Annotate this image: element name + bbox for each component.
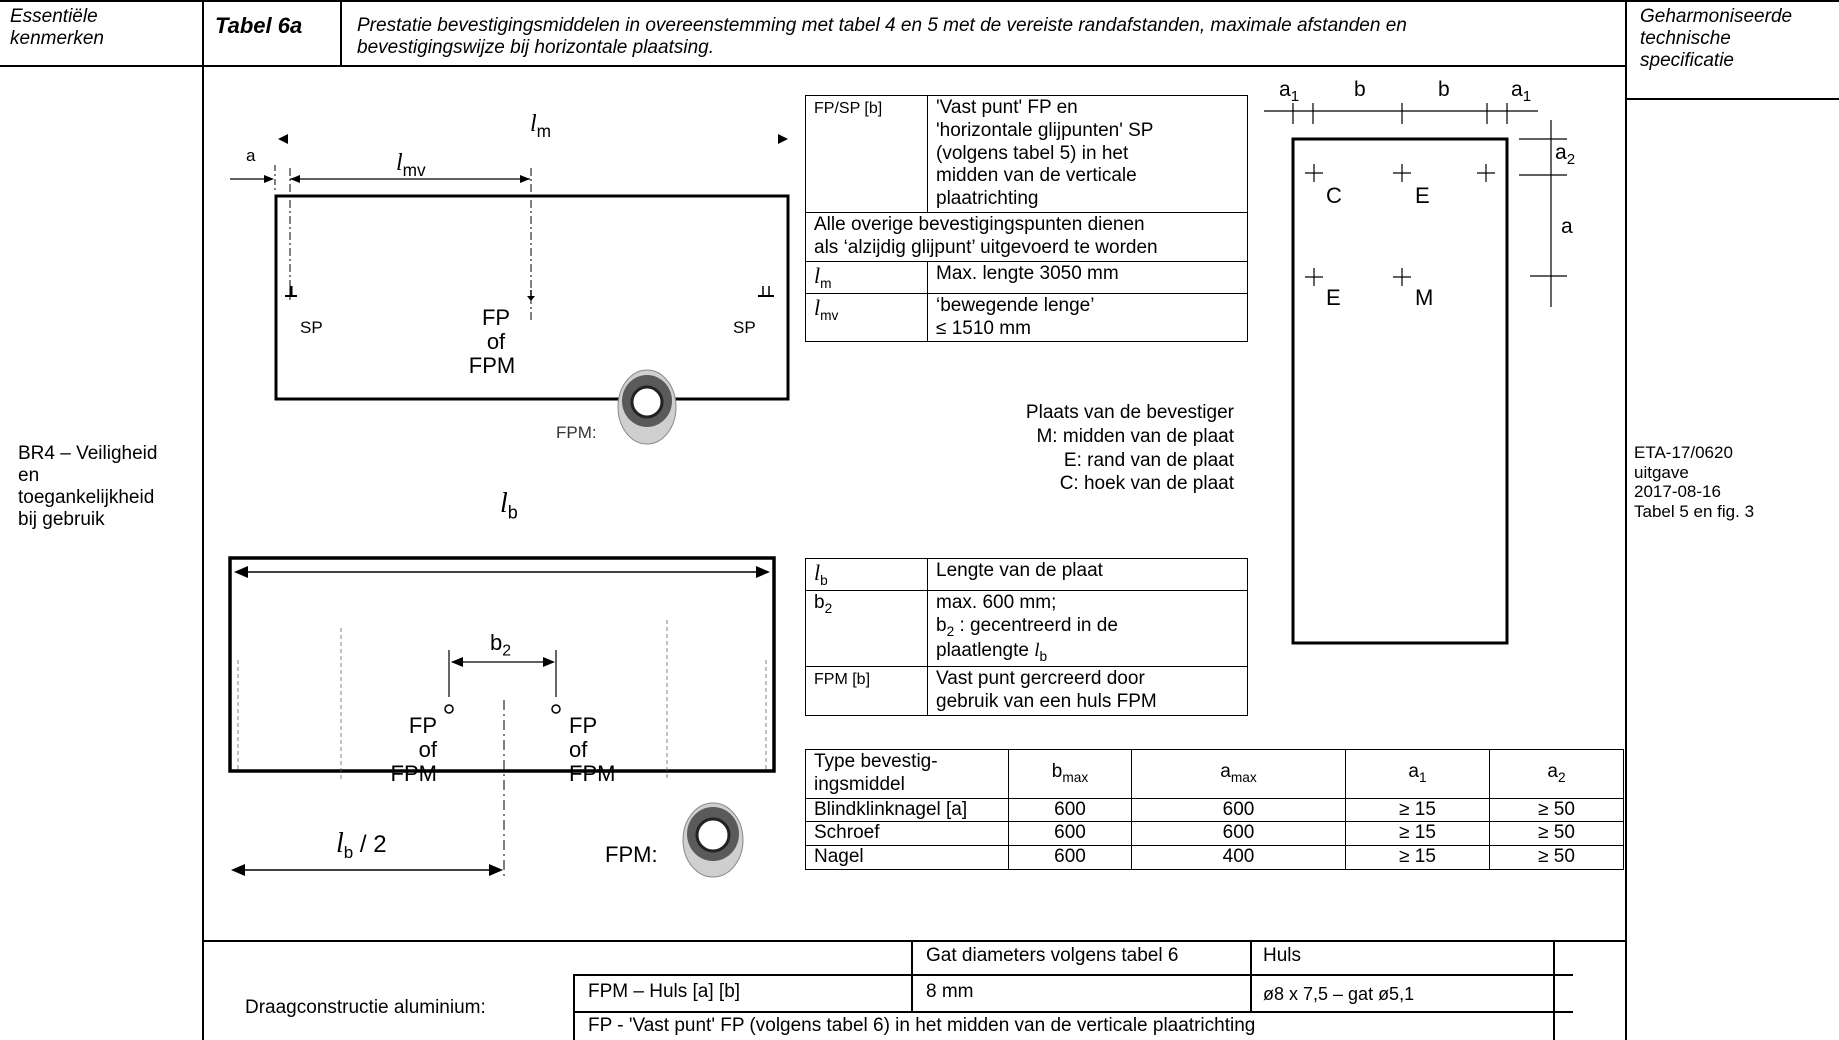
fpm-label-2: FPM:: [605, 842, 658, 867]
b-right-label: b: [1438, 78, 1450, 101]
lm-label: lm: [530, 111, 552, 141]
grid-line: [911, 940, 913, 1011]
table-row: Nagel 600 400 ≥ 15 ≥ 50: [805, 845, 1624, 870]
lmv-label: lmv: [396, 150, 426, 180]
sp-right-label: SP: [733, 318, 756, 337]
grid-line: [202, 0, 204, 1040]
legend-table-fixing: FP/SP [b] 'Vast punt' FP en'horizontale …: [805, 95, 1248, 343]
table-row: Schroef 600 600 ≥ 15 ≥ 50: [805, 821, 1624, 847]
legend-b2-key: b2: [805, 590, 928, 668]
grid-line: [340, 0, 342, 66]
legend-fpm-key: FPM [b]: [805, 666, 928, 717]
bottom-row1-huls: ø8 x 7,5 – gat ø5,1: [1263, 984, 1415, 1004]
grid-line: [1553, 940, 1555, 1040]
lb-label: lb: [500, 488, 518, 523]
legend-table-panel: lb Lengte van de plaat b2 max. 600 mm; b…: [805, 557, 1248, 717]
bottom-header-gat: Gat diameters volgens tabel 6: [926, 945, 1179, 966]
grid-line: [573, 974, 1573, 976]
grid-line: [573, 974, 575, 1040]
a-label: a: [1561, 215, 1573, 238]
lb-half-label: lb / 2: [336, 828, 387, 862]
grid-line: [202, 940, 1626, 942]
a1-right-label: a1: [1511, 78, 1532, 106]
legend-lb-key: lb: [805, 557, 928, 592]
legend-fpsp-desc: 'Vast punt' FP en'horizontale glijpunten…: [927, 95, 1248, 213]
b-left-label: b: [1354, 78, 1366, 101]
figure-fixing-points-panel: [230, 134, 790, 445]
grid-line: [1250, 940, 1252, 1011]
fastener-table: Type bevestig-ingsmiddel bmax amax a1 a2…: [805, 749, 1624, 870]
pos-c: C: [1326, 183, 1342, 208]
bottom-row1-key: FPM – Huls [a] [b]: [588, 981, 741, 1002]
a2-label: a2: [1555, 141, 1576, 169]
grid-line: [1625, 0, 1627, 1040]
fastener-table-header: Type bevestig-ingsmiddel bmax amax a1 a2: [805, 749, 1624, 799]
figure-fastener-positions: [1264, 103, 1567, 645]
grid-line: [0, 0, 1839, 2]
bottom-row1-gat: 8 mm: [926, 981, 974, 1002]
sp-left-label: SP: [300, 318, 323, 337]
legend-lmv-key: lmv: [805, 292, 928, 343]
table-row: Blindklinknagel [a] 600 600 ≥ 15 ≥ 50: [805, 797, 1624, 823]
pos-e-top: E: [1415, 183, 1430, 208]
grid-line: [573, 1011, 1573, 1013]
bottom-label-aluminium: Draagconstructie aluminium:: [245, 997, 486, 1018]
pos-m: M: [1415, 285, 1434, 310]
table-title: Prestatie bevestigingsmiddelen in overee…: [357, 15, 1407, 58]
fpm-label: FPM:: [556, 423, 597, 442]
legend-lm-value: Max. lengte 3050 mm: [927, 260, 1248, 294]
bottom-header-huls: Huls: [1263, 945, 1302, 966]
fastener-location-legend: Plaats van de bevestiger M: midden van d…: [1025, 402, 1234, 495]
legend-lm-key: lm: [805, 260, 928, 294]
bottom-row2: FP - 'Vast punt' FP (volgens tabel 6) in…: [588, 1015, 1256, 1036]
legend-lmv-value: ‘bewegende lenge’≤ 1510 mm: [927, 292, 1248, 343]
grid-line: [1625, 98, 1839, 100]
figure-panel-length: [228, 556, 776, 880]
legend-b2-value: max. 600 mm; b2 : gecentreerd in de plaa…: [927, 590, 1248, 668]
a1-left-label: a1: [1279, 78, 1300, 106]
pos-e-left: E: [1326, 285, 1341, 310]
legend-lb-value: Lengte van de plaat: [927, 557, 1248, 592]
fpm-sleeve-image-2: [682, 802, 744, 878]
legend-fpsp-key: FP/SP [b]: [814, 100, 883, 117]
fpm-sleeve-image: [617, 369, 677, 445]
b2-label: b2: [490, 630, 512, 660]
a-edge-label: a: [246, 146, 256, 165]
grid-line: [0, 65, 1625, 67]
table-id: Tabel 6a: [215, 13, 303, 38]
